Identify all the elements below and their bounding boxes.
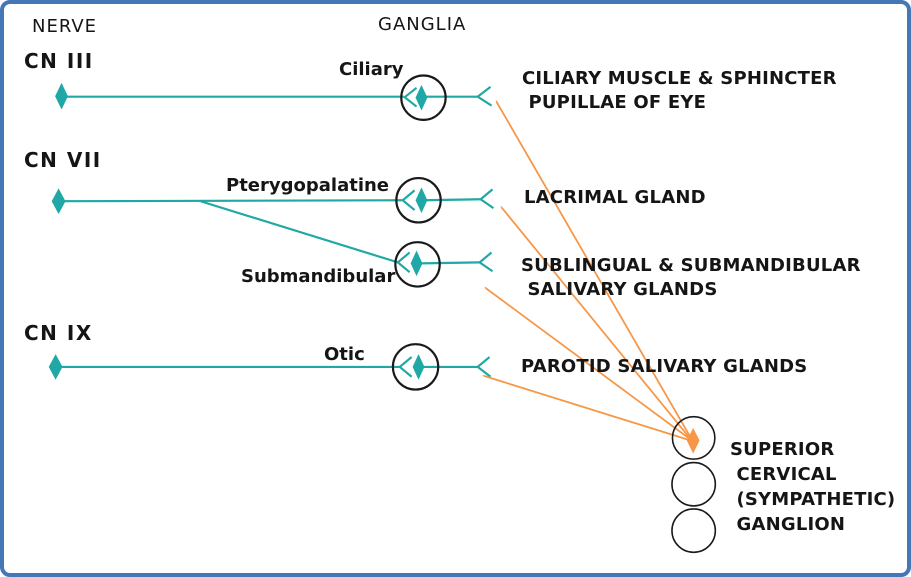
cn7-label: CN VII xyxy=(24,148,102,172)
scg-circle-top xyxy=(671,415,716,460)
pterygopalatine-ganglion-diamond-icon xyxy=(415,187,428,214)
pterygopalatine-ganglion-label: Pterygopalatine xyxy=(226,175,390,196)
cn9-neuron-diamond-icon xyxy=(48,354,63,380)
pterygopalatine-postganglionic-line xyxy=(424,198,481,202)
otic-ganglion-diamond-icon xyxy=(412,354,425,380)
cn3-neuron-diamond-icon xyxy=(55,82,68,110)
cn3-label: CN III xyxy=(24,49,94,73)
sympathetic-fiber-to-parotid xyxy=(484,376,689,441)
nerve-column-header: NERVE xyxy=(32,16,98,37)
pterygopalatine-synapse-fork-icon xyxy=(401,189,416,211)
submandibular-ganglion-circle xyxy=(394,241,441,288)
sympathetic-fiber-to-lacrimal xyxy=(501,207,691,439)
sympathetic-fibers xyxy=(484,102,691,441)
superior-cervical-ganglion-label: SUPERIOR CERVICAL (SYMPATHETIC) GANGLION xyxy=(730,439,896,535)
ciliary-ganglion-label: Ciliary xyxy=(339,59,404,80)
submandibular-ganglion-label: Submandibular xyxy=(241,266,396,287)
cn7-pathway xyxy=(51,187,495,277)
ciliary-ganglion-circle xyxy=(400,74,447,121)
cn7-axon-line xyxy=(58,199,403,203)
cn7-branch-line xyxy=(200,200,399,264)
lacrimal-terminal-fork-icon xyxy=(478,188,495,210)
submandibular-synapse-fork-icon xyxy=(396,251,411,274)
parotid-target-label: PAROTID SALIVARY GLANDS xyxy=(521,356,808,377)
eye-terminal-fork-icon xyxy=(475,85,493,107)
cn9-pathway xyxy=(48,354,492,380)
sympathetic-fiber-to-sublingual xyxy=(486,288,691,440)
lacrimal-target-label: LACRIMAL GLAND xyxy=(524,187,706,208)
cn7-neuron-diamond-icon xyxy=(51,188,66,215)
otic-ganglion-circle xyxy=(391,343,440,391)
submandibular-ganglion-diamond-icon xyxy=(410,250,423,277)
sublingual-terminal-fork-icon xyxy=(477,251,494,273)
scg-circle-middle xyxy=(671,461,717,507)
cn9-label: CN IX xyxy=(24,321,93,345)
pterygopalatine-ganglion-circle xyxy=(395,176,442,224)
ganglia-column-header: GANGLIA xyxy=(378,14,467,35)
ciliary-synapse-fork-icon xyxy=(402,86,418,108)
sublingual-target-label: SUBLINGUAL & SUBMANDIBULAR SALIVARY GLAN… xyxy=(521,255,861,300)
scg-neuron-diamond-icon xyxy=(686,428,700,454)
submandibular-postganglionic-line xyxy=(420,261,480,265)
parotid-terminal-fork-icon xyxy=(475,356,492,378)
cn3-pathway xyxy=(55,82,493,111)
otic-ganglion-label: Otic xyxy=(324,344,365,365)
otic-synapse-fork-icon xyxy=(398,356,413,378)
scg-circle-bottom xyxy=(671,508,717,554)
diagram-lines-layer xyxy=(48,74,717,554)
ciliary-ganglion-diamond-icon xyxy=(415,84,428,111)
eye-target-label: CILIARY MUSCLE & SPHINCTER PUPILLAE OF E… xyxy=(522,68,837,113)
sympathetic-fiber-to-eye xyxy=(496,102,691,437)
